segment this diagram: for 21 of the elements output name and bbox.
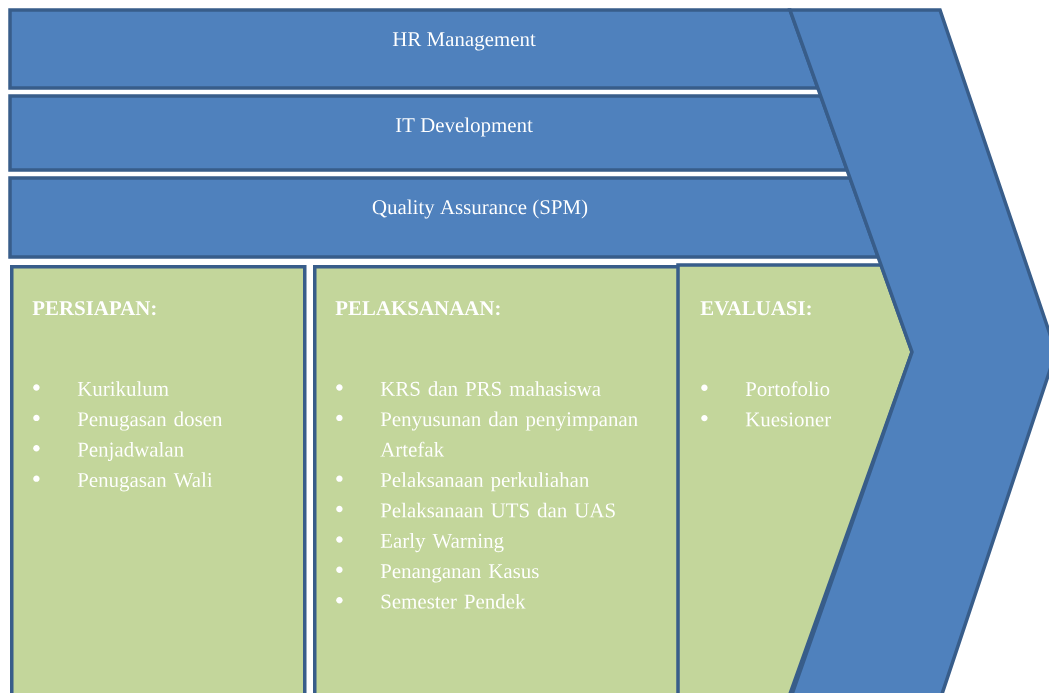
node-label: Pelaksanaan UTS dan UAS	[380, 502, 615, 518]
bullet-list: KRS dan PRS mahasiswa Penyusunan dan penyimpanan Artefak Pelaksanaan perkuliahan Pelaksanaan UTS dan UAS Early Warning Penanganan Kasus Semester Pendek	[336, 381, 638, 609]
node-label: Kurikulum	[77, 381, 169, 396]
column-heading: PERSIAPAN:	[32, 301, 156, 316]
node-label: Penugasan dosen	[77, 411, 223, 431]
bullet-list: Kurikulum Penugasan dosen Penjadwalan Penugasan Wali	[33, 381, 223, 492]
node-label: Penanganan Kasus	[380, 564, 539, 583]
bullet-list: Portofolio Kuesioner	[701, 381, 831, 427]
node-label: Penyusunan dan penyimpanan Artefak	[380, 411, 638, 457]
band-box: IT Development	[8, 94, 850, 172]
column-heading: PELAKSANAAN:	[335, 301, 500, 316]
node-label: Semester Pendek	[381, 593, 526, 609]
stage-box	[10, 265, 307, 693]
band-box: Quality Assurance (SPM)	[8, 176, 881, 259]
column-heading: EVALUASI:	[700, 301, 811, 316]
node-label: KRS dan PRS mahasiswa	[380, 381, 601, 396]
node-label: Early Warning	[380, 533, 504, 553]
node-label: Penjadwalan	[77, 441, 184, 461]
band-box: HR Management	[8, 8, 821, 90]
node-label: Penugasan Wali	[77, 472, 213, 492]
node-label: Pelaksanaan perkuliahan	[380, 472, 590, 492]
